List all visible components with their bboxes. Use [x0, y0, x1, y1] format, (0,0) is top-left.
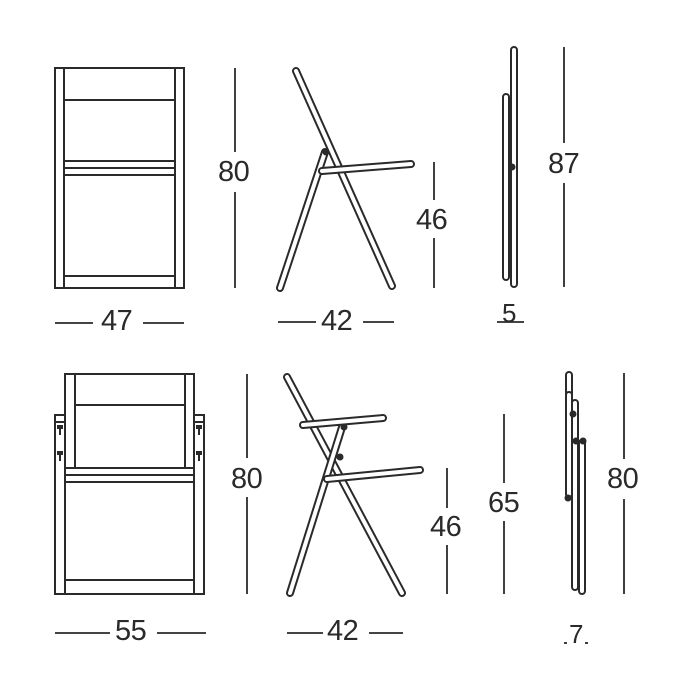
folded-view-chair-2 [564, 371, 587, 595]
label-width-42-row1: 42 [321, 305, 353, 337]
label-seat-height-46-row1: 46 [416, 204, 448, 236]
side-view-chair-1 [276, 67, 415, 292]
label-width-47: 47 [101, 305, 133, 337]
label-height-80-row1: 80 [218, 156, 250, 188]
folded-view-chair-1 [502, 46, 518, 288]
label-height-87: 87 [548, 148, 580, 180]
label-seat-height-46-row2: 46 [430, 511, 462, 543]
label-arm-height-65: 65 [488, 487, 520, 519]
label-depth-5: 5 [502, 298, 516, 328]
label-depth-7: 7 [569, 619, 583, 649]
label-width-55: 55 [115, 615, 147, 647]
label-height-80-folded: 80 [607, 463, 639, 495]
front-view-chair-2 [54, 373, 205, 595]
front-view-chair-1 [54, 67, 185, 289]
label-width-42-row2: 42 [327, 615, 359, 647]
side-view-chair-2 [283, 373, 424, 597]
label-height-80-row2: 80 [231, 463, 263, 495]
